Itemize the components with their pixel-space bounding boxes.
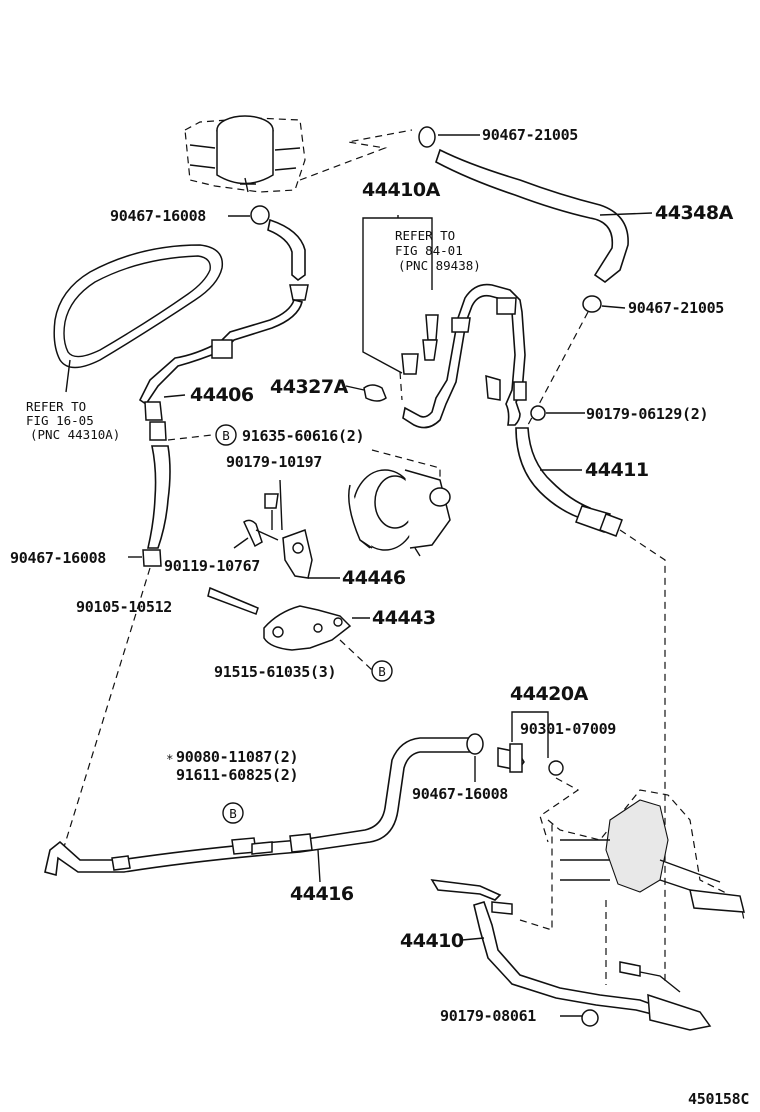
label-44410: 44410 xyxy=(400,930,464,952)
refer-fig-16-05-line2: FIG 16-05 xyxy=(26,413,94,428)
refer-fig-84-01-line1: REFER TO xyxy=(395,228,455,243)
label-44327A: 44327A xyxy=(270,376,349,398)
label-44420A: 44420A xyxy=(510,683,589,705)
label-90080-11087: 90080-11087(2) xyxy=(176,748,298,766)
refer-fig-84-01-line2: FIG 84-01 xyxy=(395,243,463,258)
refer-fig-16-05-line3: (PNC 44310A) xyxy=(30,427,120,442)
refer-fig-84-01-line3: (PNC 89438) xyxy=(398,258,481,273)
label-91515-61035: 91515-61035(3) xyxy=(214,663,336,681)
label-90179-06129: 90179-06129(2) xyxy=(586,405,708,423)
steering-gear-housing xyxy=(547,789,745,985)
label-90301-07009: 90301-07009 xyxy=(520,720,616,738)
marker-b-1: B xyxy=(215,424,237,446)
label-44446: 44446 xyxy=(342,567,406,589)
label-asterisk: ∗ xyxy=(166,749,174,764)
vane-pump-assembly xyxy=(348,449,451,557)
pressure-tube-44410A xyxy=(345,215,527,429)
svg-text:B: B xyxy=(222,428,230,443)
label-44406: 44406 xyxy=(190,384,254,406)
label-44416: 44416 xyxy=(290,883,354,905)
label-44348A: 44348A xyxy=(655,202,734,224)
pump-bracket-44443 xyxy=(207,586,373,671)
label-90179-10197: 90179-10197 xyxy=(226,453,322,471)
label-90467-16008-left: 90467-16008 xyxy=(10,549,106,567)
marker-b-3: B xyxy=(222,802,244,824)
return-hose-44348A xyxy=(418,126,653,441)
pump-bracket-44446 xyxy=(233,479,340,579)
refer-fig-16-05-line1: REFER TO xyxy=(26,399,86,414)
return-hose-44411 xyxy=(515,405,666,985)
reservoir-tank xyxy=(184,115,413,193)
label-90467-21005-mid: 90467-21005 xyxy=(628,299,724,317)
pressure-tube-44406 xyxy=(59,205,309,861)
union-44420A xyxy=(466,711,580,843)
marker-b-2: B xyxy=(371,660,393,682)
label-44410A: 44410A xyxy=(362,179,441,201)
pressure-tube-44410 xyxy=(430,820,712,1031)
label-90467-16008-top: 90467-16008 xyxy=(110,207,206,225)
label-91635-60616: 91635-60616(2) xyxy=(242,427,364,445)
label-44443: 44443 xyxy=(372,607,436,629)
figure-code: 450158C xyxy=(688,1090,749,1108)
pressure-tube-44416 xyxy=(44,737,471,883)
label-90467-16008-low: 90467-16008 xyxy=(412,785,508,803)
drive-belt xyxy=(53,244,224,393)
svg-text:B: B xyxy=(229,806,237,821)
label-90179-08061: 90179-08061 xyxy=(440,1007,536,1025)
label-44411: 44411 xyxy=(585,459,649,481)
label-90467-21005-top: 90467-21005 xyxy=(482,126,578,144)
label-90105-10512: 90105-10512 xyxy=(76,598,172,616)
label-91611-60825: 91611-60825(2) xyxy=(176,766,298,784)
svg-text:B: B xyxy=(378,664,386,679)
label-90119-10767: 90119-10767 xyxy=(164,557,260,575)
